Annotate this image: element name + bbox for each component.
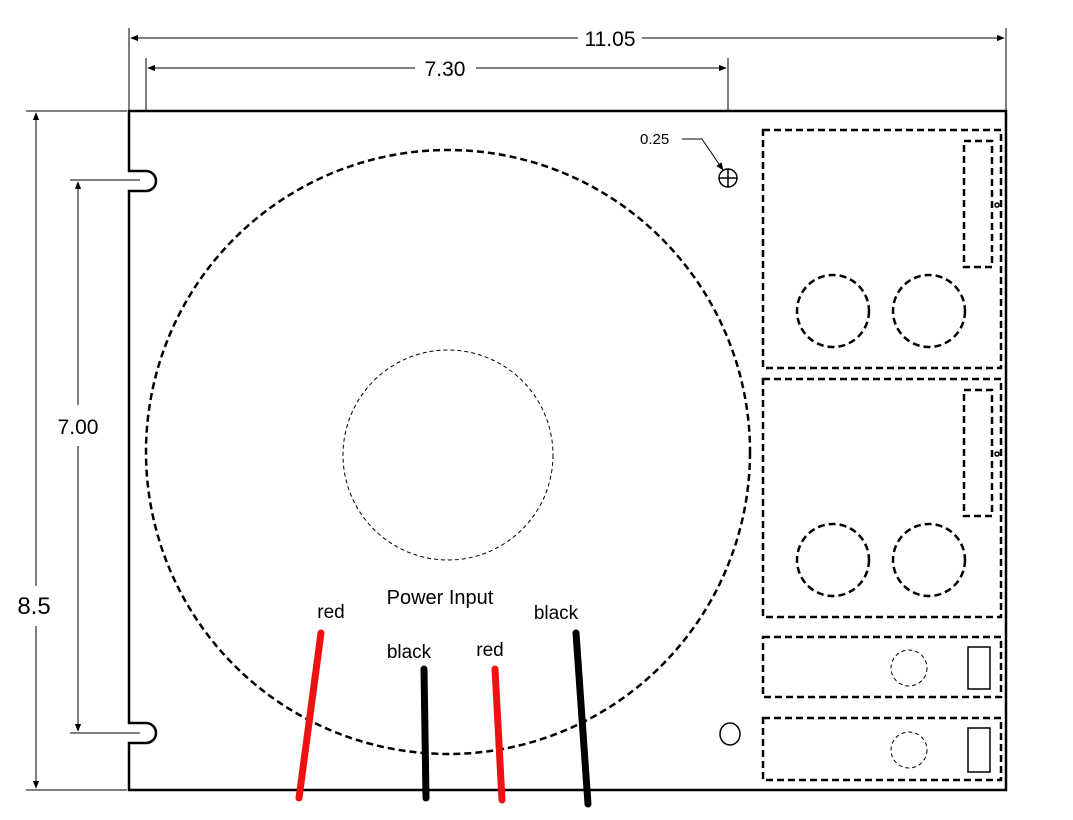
module-upper-outline xyxy=(761,128,1003,370)
dimension-overall-width: 11.05 xyxy=(128,28,1007,110)
transformer-core-outline xyxy=(342,349,554,561)
module-small-lower xyxy=(761,716,1003,782)
plate-outline xyxy=(127,109,1008,792)
module-upper xyxy=(761,128,1003,370)
led-1 xyxy=(890,649,928,687)
wire-black-right xyxy=(572,629,592,808)
hole-diameter-label: 0.25 xyxy=(640,131,669,148)
power-input-wires: Power Input red black red black xyxy=(295,587,592,808)
wire-black-left xyxy=(420,665,430,802)
terminal-dot xyxy=(994,451,1000,457)
module-small-lower-outline xyxy=(761,716,1003,782)
module-middle-outline xyxy=(761,377,1003,619)
power-input-label: Power Input xyxy=(387,587,494,609)
module-middle xyxy=(761,377,1003,619)
wire-red-right-label: red xyxy=(476,640,503,661)
dimension-slot-spacing: 7.00 xyxy=(58,179,140,734)
hole-spacing-label: 7.30 xyxy=(425,58,466,81)
mounting-hole-lower-icon xyxy=(719,722,741,746)
overall-height-label: 8.5 xyxy=(17,593,50,620)
switch-1 xyxy=(967,646,991,690)
led-2 xyxy=(890,731,928,769)
capacitor-4 xyxy=(891,522,967,598)
wire-red-left-label: red xyxy=(317,602,344,623)
capacitor-3 xyxy=(795,522,871,598)
hole-diameter-callout: 0.25 xyxy=(640,131,724,171)
dimension-overall-height: 8.5 xyxy=(17,110,127,791)
module-middle-connector xyxy=(962,388,994,518)
mounting-hole-crosshair xyxy=(718,168,738,188)
leader-line xyxy=(682,138,724,171)
module-upper-connector xyxy=(962,139,994,269)
wire-black-left-label: black xyxy=(387,642,432,663)
wire-red-right xyxy=(491,665,506,804)
transformer-outline xyxy=(144,148,752,756)
wire-black-right-label: black xyxy=(534,603,579,624)
capacitor-2 xyxy=(891,273,967,349)
switch-2 xyxy=(967,727,991,773)
module-small-upper-outline xyxy=(761,635,1003,699)
module-small-upper xyxy=(761,635,1003,699)
terminal-dot xyxy=(994,202,1000,208)
capacitor-1 xyxy=(795,273,871,349)
slot-spacing-label: 7.00 xyxy=(58,416,99,439)
wire-red-left xyxy=(295,629,325,802)
overall-width-label: 11.05 xyxy=(585,28,636,51)
